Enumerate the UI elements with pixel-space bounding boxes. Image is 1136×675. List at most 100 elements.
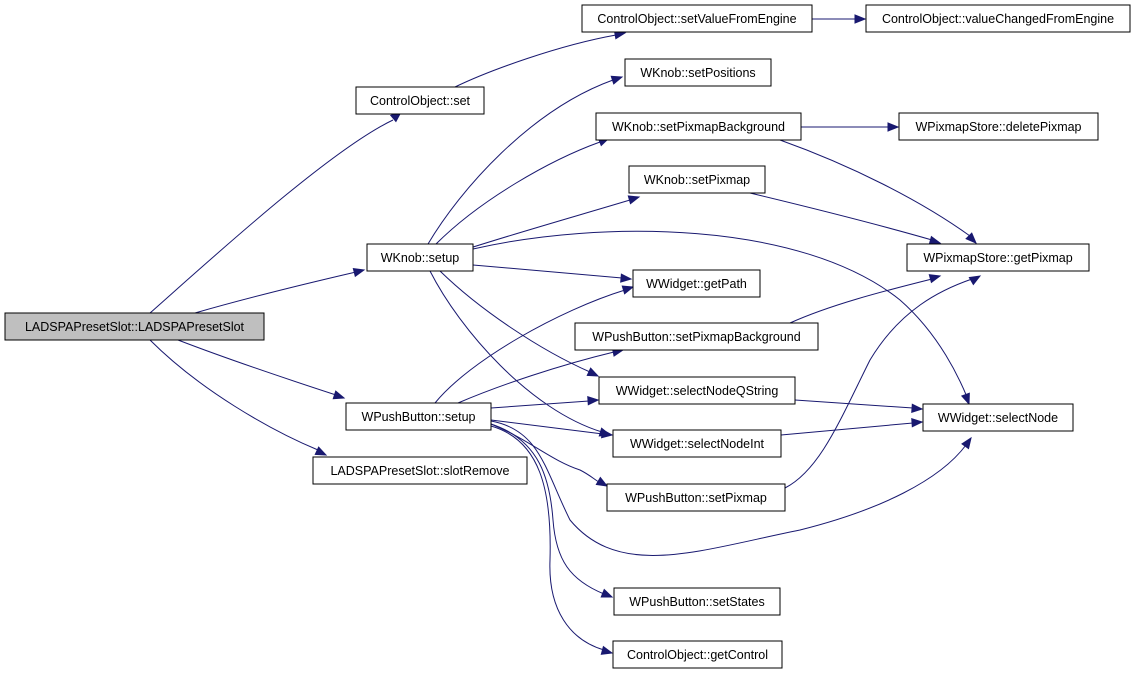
node-box	[922, 403, 1074, 432]
node-co-setValueFromEngine[interactable]: ControlObject::setValueFromEngine	[581, 4, 813, 33]
node-co-getControl[interactable]: ControlObject::getControl	[612, 640, 783, 669]
call-edges	[149, 14, 982, 655]
node-box	[4, 312, 265, 341]
node-box	[355, 86, 485, 115]
node-label: ControlObject::set	[370, 94, 471, 108]
node-label: LADSPAPresetSlot::LADSPAPresetSlot	[25, 320, 245, 334]
node-label: WPushButton::setPixmapBackground	[592, 330, 800, 344]
node-wknob-setup[interactable]: WKnob::setup	[366, 243, 474, 272]
node-root[interactable]: LADSPAPresetSlot::LADSPAPresetSlot	[4, 312, 265, 341]
arrowhead-icon	[968, 275, 982, 286]
call-edge	[749, 192, 933, 241]
node-box	[906, 243, 1090, 272]
node-wknob-setPixmapBackground[interactable]: WKnob::setPixmapBackground	[595, 112, 802, 141]
node-ww-getPath[interactable]: WWidget::getPath	[632, 269, 761, 298]
node-co-set[interactable]: ControlObject::set	[355, 86, 485, 115]
call-edge	[472, 230, 968, 398]
node-label: ControlObject::getControl	[627, 648, 768, 662]
node-box	[612, 640, 783, 669]
node-label: WKnob::setup	[381, 251, 460, 265]
node-lps-slotRemove[interactable]: LADSPAPresetSlot::slotRemove	[312, 456, 528, 485]
node-box	[898, 112, 1099, 141]
node-label: WKnob::setPositions	[640, 66, 755, 80]
call-edge	[490, 423, 605, 595]
node-box	[624, 58, 772, 87]
arrowhead-icon	[314, 446, 328, 456]
call-edge	[469, 199, 631, 249]
call-edge	[457, 351, 615, 404]
call-edge	[490, 400, 590, 409]
node-wknob-setPositions[interactable]: WKnob::setPositions	[624, 58, 772, 87]
call-edge	[439, 270, 591, 373]
node-wknob-setPixmap[interactable]: WKnob::setPixmap	[628, 165, 766, 194]
arrowhead-icon	[600, 588, 614, 598]
call-edge	[194, 271, 357, 314]
arrowhead-icon	[854, 14, 867, 24]
node-box	[595, 112, 802, 141]
node-label: LADSPAPresetSlot::slotRemove	[330, 464, 509, 478]
node-label: WKnob::setPixmapBackground	[612, 120, 785, 134]
arrowhead-icon	[911, 418, 924, 428]
arrowhead-icon	[587, 396, 600, 406]
call-edge	[149, 119, 394, 314]
call-edge	[780, 422, 914, 436]
node-label: WWidget::getPath	[646, 277, 747, 291]
node-label: WWidget::selectNodeQString	[616, 384, 779, 398]
node-wps-deletePixmap[interactable]: WPixmapStore::deletePixmap	[898, 112, 1099, 141]
arrowhead-icon	[332, 390, 346, 400]
arrowhead-icon	[627, 195, 641, 205]
node-label: WPushButton::setup	[362, 410, 476, 424]
arrowhead-icon	[620, 273, 633, 283]
call-edge	[427, 79, 614, 245]
node-wpb-setStates[interactable]: WPushButton::setStates	[613, 587, 781, 616]
node-label: WPushButton::setPixmap	[625, 491, 767, 505]
arrowhead-icon	[610, 75, 624, 85]
node-box	[628, 165, 766, 194]
node-box	[612, 429, 782, 458]
call-edge	[429, 270, 603, 433]
node-wpb-setPixmap[interactable]: WPushButton::setPixmap	[606, 483, 786, 512]
call-edge	[177, 339, 337, 396]
arrowhead-icon	[352, 267, 366, 278]
arrowhead-icon	[586, 367, 600, 377]
arrowhead-icon	[621, 285, 635, 295]
node-box	[613, 587, 781, 616]
node-ww-selectNode[interactable]: WWidget::selectNode	[922, 403, 1074, 432]
call-edge	[434, 289, 626, 404]
node-ww-selectNodeQString[interactable]: WWidget::selectNodeQString	[598, 376, 796, 405]
call-edge	[490, 419, 604, 435]
node-co-valueChangedFromEngine[interactable]: ControlObject::valueChangedFromEngine	[865, 4, 1131, 33]
call-edge	[779, 139, 971, 237]
node-label: WPixmapStore::getPixmap	[923, 251, 1072, 265]
node-wps-getPixmap[interactable]: WPixmapStore::getPixmap	[906, 243, 1090, 272]
arrowhead-icon	[911, 403, 924, 413]
arrowhead-icon	[595, 476, 609, 487]
call-edge	[490, 423, 600, 483]
node-label: ControlObject::setValueFromEngine	[597, 12, 796, 26]
call-edge	[490, 425, 605, 651]
node-label: WWidget::selectNodeInt	[630, 437, 765, 451]
node-ww-selectNodeInt[interactable]: WWidget::selectNodeInt	[612, 429, 782, 458]
node-box	[865, 4, 1131, 33]
arrowhead-icon	[961, 436, 972, 450]
arrowhead-icon	[928, 274, 942, 284]
arrowhead-icon	[601, 429, 614, 439]
arrowhead-icon	[960, 392, 970, 406]
node-wpb-setup[interactable]: WPushButton::setup	[345, 402, 492, 431]
call-edge	[789, 278, 933, 324]
node-label: WPixmapStore::deletePixmap	[915, 120, 1081, 134]
call-edge	[472, 264, 623, 279]
call-edge	[784, 278, 973, 489]
call-edge	[435, 141, 601, 245]
node-wpb-setPixmapBackground[interactable]: WPushButton::setPixmapBackground	[574, 322, 819, 351]
arrowhead-icon	[928, 235, 942, 245]
node-label: ControlObject::valueChangedFromEngine	[882, 12, 1114, 26]
node-label: WPushButton::setStates	[629, 595, 765, 609]
node-box	[598, 376, 796, 405]
call-edge	[149, 339, 319, 451]
arrowhead-icon	[965, 232, 977, 244]
call-edge	[490, 420, 967, 556]
node-label: WWidget::selectNode	[938, 411, 1058, 425]
node-box	[632, 269, 761, 298]
